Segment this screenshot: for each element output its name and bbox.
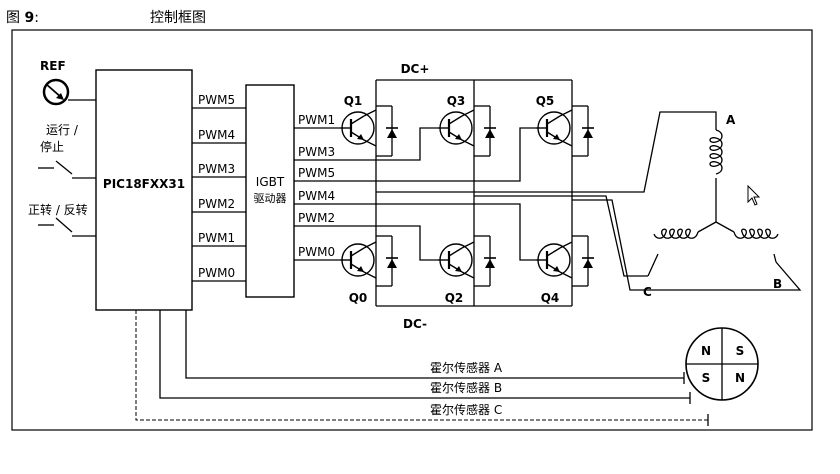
- diagram-frame: [11, 29, 813, 431]
- fwd-rev-switch-icon: [38, 217, 96, 237]
- igbt-transistor-icon: [436, 110, 474, 146]
- phase-c-label: C: [643, 285, 652, 299]
- run-stop-label: 运行 /: [46, 123, 79, 137]
- transistor-connections: [363, 109, 573, 279]
- pwm-out-label: PWM3: [198, 162, 235, 176]
- igbt-driver-box: [245, 84, 295, 298]
- igbt-driver-label-2: 驱动器: [254, 192, 287, 205]
- igbt-transistor-icon: [338, 242, 376, 278]
- hall-feedback-wires: [135, 310, 709, 426]
- magnet-pole-label: S: [736, 344, 745, 358]
- ref-potentiometer-icon: [42, 78, 70, 106]
- motor-winding-icon: [647, 129, 779, 277]
- switch-label: Q5: [536, 94, 555, 108]
- ref-label: REF: [40, 59, 66, 73]
- pwm-out-label: PWM5: [198, 93, 235, 107]
- gate-pwm-label: PWM5: [298, 166, 335, 180]
- igbt-transistor-icon: [338, 110, 376, 146]
- rotor-magnet-icon: [685, 327, 759, 401]
- pic-controller-label: PIC18FXX31: [103, 177, 185, 191]
- igbt-driver-label: IGBT: [256, 175, 285, 189]
- fwd-rev-label: 正转 / 反转: [28, 202, 88, 217]
- igbt-transistor-icon: [436, 242, 474, 278]
- run-stop-switch-icon: [38, 160, 96, 179]
- magnet-pole-label: N: [735, 371, 745, 385]
- run-stop-label-2: 停止: [40, 139, 64, 154]
- gate-drive-wires: [294, 127, 536, 261]
- dc-plus-label: DC+: [401, 62, 430, 76]
- switch-label: Q3: [447, 94, 466, 108]
- diode-icon: [483, 127, 497, 139]
- igbt-transistor-icon: [534, 242, 572, 278]
- switch-label: Q2: [445, 291, 464, 305]
- switch-label: Q1: [344, 94, 363, 108]
- diode-icon: [581, 127, 595, 139]
- pwm-bus-left: [192, 107, 246, 282]
- hall-sensor-label: 霍尔传感器 B: [430, 380, 502, 395]
- gate-pwm-label: PWM2: [298, 211, 335, 225]
- phase-a-label: A: [726, 113, 736, 127]
- gate-pwm-label: PWM3: [298, 145, 335, 159]
- phase-b-label: B: [773, 277, 782, 291]
- diode-icon: [385, 127, 399, 139]
- pwm-out-label: PWM0: [198, 266, 235, 280]
- phase-output-wires: [376, 111, 802, 291]
- dc-minus-label: DC-: [403, 317, 427, 331]
- switch-label: Q0: [349, 291, 368, 305]
- pwm-out-label: PWM4: [198, 128, 235, 142]
- hall-sensor-label: 霍尔传感器 C: [430, 402, 502, 417]
- switch-label: Q4: [541, 291, 560, 305]
- mouse-cursor-icon: [747, 184, 761, 206]
- diode-icon: [483, 257, 497, 269]
- figure-caption: 控制框图: [150, 10, 206, 26]
- diode-icon: [385, 257, 399, 269]
- diode-icon: [581, 257, 595, 269]
- gate-pwm-label: PWM4: [298, 189, 335, 203]
- magnet-pole-label: N: [701, 344, 711, 358]
- gate-pwm-label: PWM1: [298, 113, 335, 127]
- igbt-transistor-icon: [534, 110, 572, 146]
- hall-sensor-label: 霍尔传感器 A: [430, 360, 503, 375]
- pic-controller-box: [95, 69, 193, 311]
- gate-pwm-label: PWM0: [298, 245, 335, 259]
- pwm-out-label: PWM2: [198, 197, 235, 211]
- figure-label: 图 9:: [6, 10, 39, 26]
- magnet-pole-label: S: [702, 371, 711, 385]
- pwm-out-label: PWM1: [198, 231, 235, 245]
